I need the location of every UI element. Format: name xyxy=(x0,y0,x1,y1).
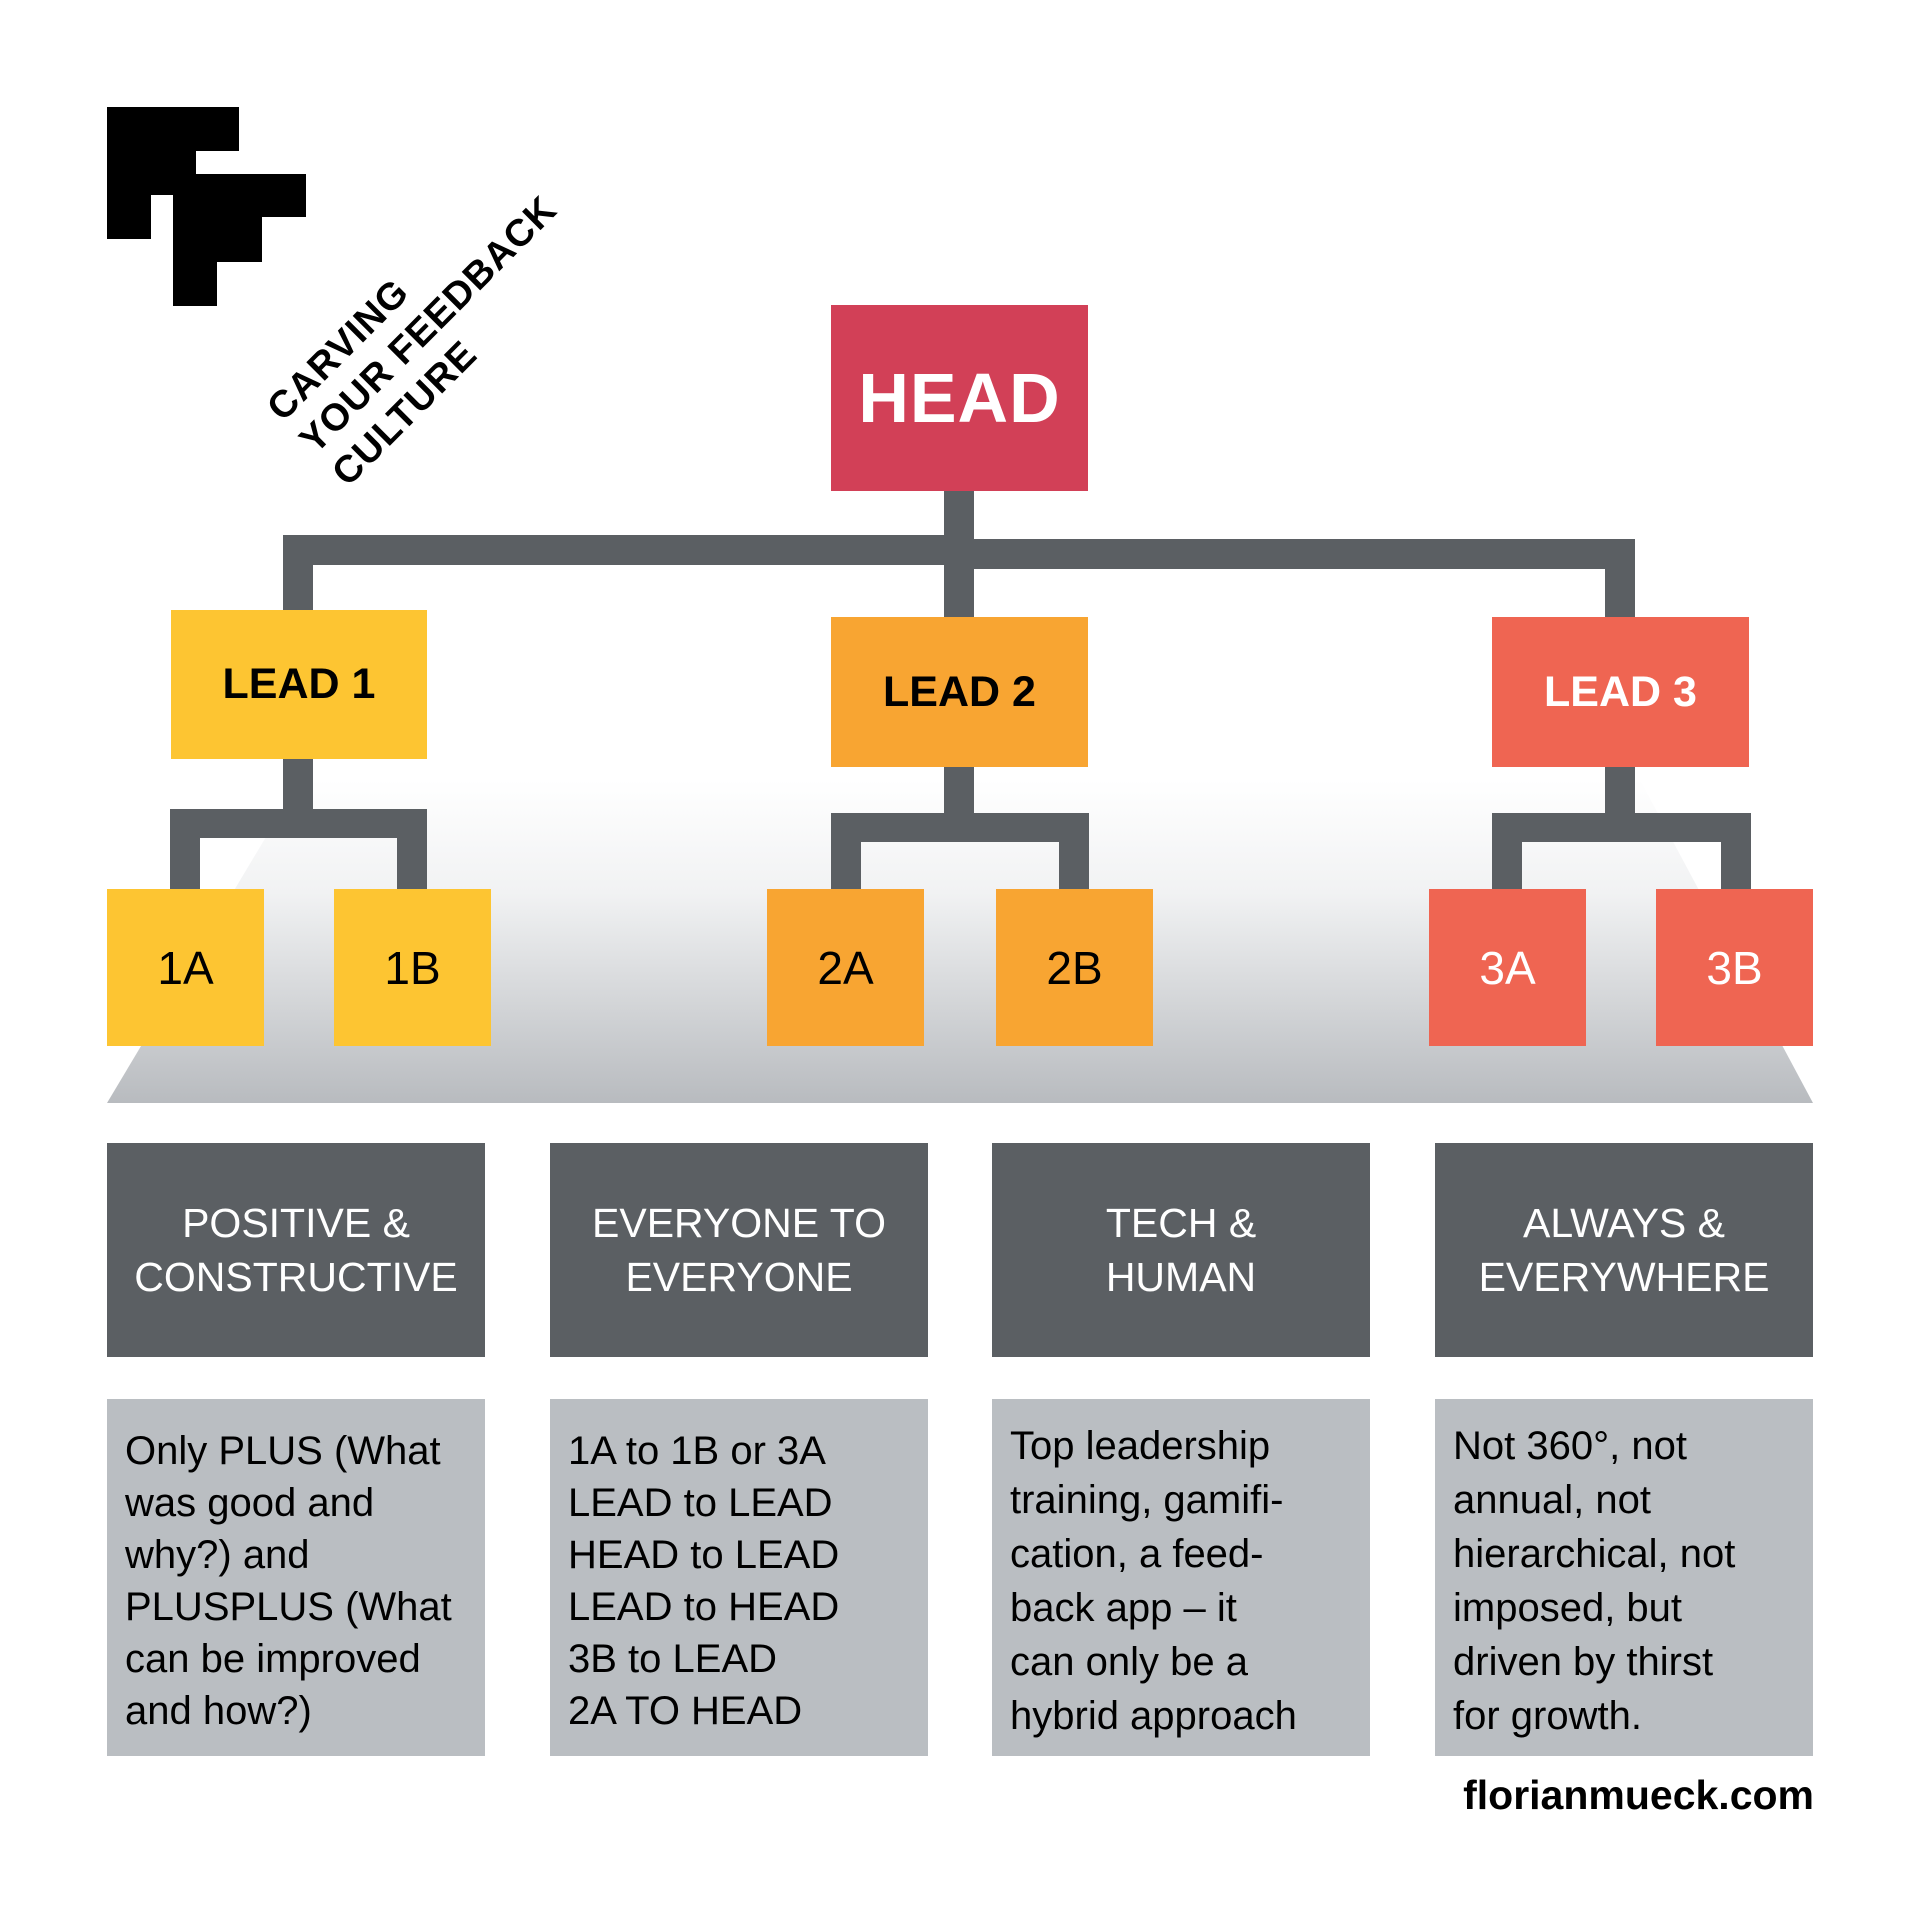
principle-2-heading: EVERYONE TO EVERYONE xyxy=(550,1143,928,1357)
connector-3a-up xyxy=(1492,813,1522,889)
node-3a: 3A xyxy=(1429,889,1586,1046)
node-3a-label: 3A xyxy=(1479,941,1536,994)
connector-lead1-bracket xyxy=(170,809,427,838)
principle-1-body: Only PLUS (What was good and why?) and P… xyxy=(107,1399,485,1756)
principle-4-body-line: imposed, but xyxy=(1453,1586,1683,1630)
principle-4-body-line: annual, not xyxy=(1453,1478,1651,1522)
connector-top-right xyxy=(957,539,1635,569)
principle-1-heading: POSITIVE & CONSTRUCTIVE xyxy=(107,1143,485,1357)
principle-2-body-line: LEAD to LEAD xyxy=(568,1481,833,1525)
principle-2-body-line: 2A TO HEAD xyxy=(568,1689,803,1733)
principle-3-body-line: Top leadership xyxy=(1010,1424,1271,1468)
node-2a-label: 2A xyxy=(817,941,874,994)
principle-3-body-line: can only be a xyxy=(1010,1640,1248,1684)
principle-2-body-line: LEAD to HEAD xyxy=(568,1585,840,1629)
principle-1-heading-line-2: CONSTRUCTIVE xyxy=(134,1254,458,1300)
principle-1-body-line: and how?) xyxy=(125,1689,312,1733)
connector-lead2-stem xyxy=(944,767,974,815)
principle-4-body-line: hierarchical, not xyxy=(1453,1532,1736,1576)
principle-4-heading-line-1: ALWAYS & xyxy=(1522,1200,1726,1246)
logo-stair-shape-2 xyxy=(173,174,306,306)
double-stair-logo-icon xyxy=(107,107,306,306)
platform-trapezoid xyxy=(107,780,1813,1103)
connector-lead2-bracket xyxy=(831,813,1089,842)
principle-2-body-line: HEAD to LEAD xyxy=(568,1533,840,1577)
lead-2-node: LEAD 2 xyxy=(831,617,1088,767)
connector-2b-up xyxy=(1059,813,1089,889)
website-credit: florianmueck.com xyxy=(1463,1772,1814,1818)
principle-4-body-line: for growth. xyxy=(1453,1694,1642,1738)
principle-3-heading-line-1: TECH & xyxy=(1105,1200,1257,1246)
principle-3-heading: TECH & HUMAN xyxy=(992,1143,1370,1357)
connector-lead1-stem xyxy=(283,759,313,811)
principle-3-heading-line-2: HUMAN xyxy=(1105,1254,1257,1300)
connector-lead3-stem xyxy=(1605,767,1635,815)
node-1b-label: 1B xyxy=(384,941,441,994)
principle-4-body-line: Not 360°, not xyxy=(1453,1424,1687,1468)
principle-1-body-line: was good and xyxy=(125,1481,375,1525)
lead-3-node: LEAD 3 xyxy=(1492,617,1749,767)
lead-2-label: LEAD 2 xyxy=(883,667,1036,716)
principle-2-body-line: 1A to 1B or 3A xyxy=(568,1429,826,1473)
principle-4-heading: ALWAYS & EVERYWHERE xyxy=(1435,1143,1813,1357)
principle-3-body-line: back app – it xyxy=(1010,1586,1237,1630)
head-label: HEAD xyxy=(858,359,1061,437)
principle-2-body-line: 3B to LEAD xyxy=(568,1637,778,1681)
node-2b-label: 2B xyxy=(1046,941,1103,994)
principle-4-body: Not 360°, not annual, not hierarchical, … xyxy=(1435,1399,1813,1756)
connector-lead2-up xyxy=(944,565,974,617)
principle-1-heading-line-1: POSITIVE & xyxy=(182,1200,410,1246)
lead-1-label: LEAD 1 xyxy=(222,660,376,708)
principle-1-body-line: can be improved xyxy=(125,1637,421,1681)
connector-3b-up xyxy=(1721,813,1751,889)
node-2b: 2B xyxy=(996,889,1153,1046)
principle-4-heading-line-2: EVERYWHERE xyxy=(1478,1254,1770,1300)
connector-top-left xyxy=(283,535,957,565)
connector-lead3-bracket xyxy=(1492,813,1750,842)
lead-3-label: LEAD 3 xyxy=(1544,667,1697,716)
principle-3-body-line: training, gamifi- xyxy=(1010,1478,1284,1522)
principle-1-body-line: why?) and xyxy=(125,1533,310,1577)
connector-2a-up xyxy=(831,813,861,889)
principle-2-heading-line-1: EVERYONE TO xyxy=(592,1200,886,1246)
node-1a: 1A xyxy=(107,889,264,1046)
node-1b: 1B xyxy=(334,889,491,1046)
principle-3-body: Top leadership training, gamifi- cation,… xyxy=(992,1399,1370,1756)
node-3b-label: 3B xyxy=(1706,941,1763,994)
connector-1b-up xyxy=(397,809,427,889)
node-3b: 3B xyxy=(1656,889,1813,1046)
principle-4-body-line: driven by thirst xyxy=(1453,1640,1714,1684)
connector-lead3-up xyxy=(1605,539,1635,617)
node-1a-label: 1A xyxy=(157,941,214,994)
principle-3-body-line: hybrid approach xyxy=(1010,1694,1297,1738)
connector-1a-up xyxy=(170,809,200,889)
node-2a: 2A xyxy=(767,889,924,1046)
principle-2-heading-line-2: EVERYONE xyxy=(625,1254,853,1300)
principle-3-body-line: cation, a feed- xyxy=(1010,1532,1264,1576)
lead-1-node: LEAD 1 xyxy=(171,610,427,759)
logo-stair-shape-1 xyxy=(107,107,239,239)
principle-2-body: 1A to 1B or 3A LEAD to LEAD HEAD to LEAD… xyxy=(550,1399,928,1756)
principle-1-body-line: Only PLUS (What xyxy=(125,1429,441,1473)
connector-lead1-up xyxy=(283,535,313,610)
head-node: HEAD xyxy=(831,305,1088,491)
platform-shadow xyxy=(107,780,1813,1103)
principle-1-body-line: PLUSPLUS (What xyxy=(125,1585,452,1629)
